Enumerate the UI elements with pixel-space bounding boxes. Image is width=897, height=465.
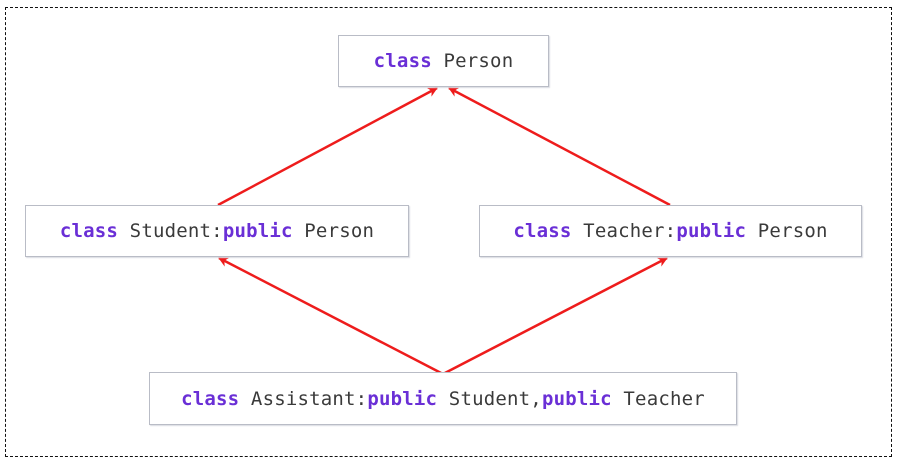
keyword: public: [367, 387, 438, 410]
base-class-name: Teacher: [611, 387, 705, 410]
keyword: class: [513, 220, 572, 242]
keyword: class: [59, 220, 119, 242]
arrow-assistant-to-teacher: [442, 256, 668, 376]
arrow-student-to-person: [217, 86, 438, 207]
keyword: public: [541, 387, 612, 410]
keyword: class: [181, 387, 240, 410]
class-box-assistant: class Assistant:public Student,public Te…: [149, 372, 737, 425]
class-box-teacher: class Teacher:public Person: [479, 205, 862, 257]
class-box-person: class Person: [338, 35, 549, 87]
keyword: public: [222, 220, 293, 242]
arrow-assistant-to-student: [218, 256, 444, 376]
base-class-name: Student,: [437, 387, 542, 410]
class-box-student: class Student:public Person: [25, 205, 409, 257]
class-name: Teacher:: [571, 220, 677, 242]
dashed-frame: [5, 7, 892, 457]
keyword: class: [373, 50, 432, 72]
base-class-name: Person: [292, 220, 375, 242]
class-name: Assistant:: [239, 387, 368, 410]
class-name: Student:: [118, 220, 223, 242]
arrow-teacher-to-person: [448, 86, 671, 207]
keyword: public: [676, 220, 747, 242]
class-name: Person: [431, 50, 514, 72]
base-class-name: Person: [746, 220, 828, 242]
